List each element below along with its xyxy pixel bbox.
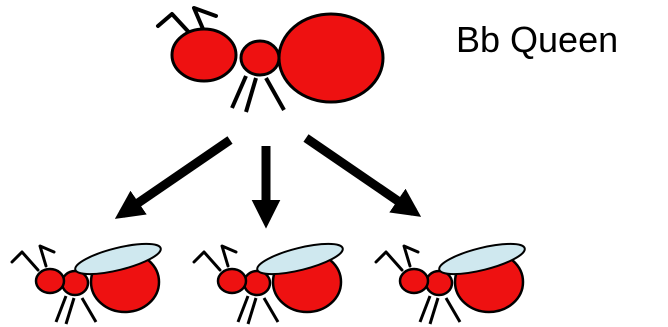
winged-ant-icon (194, 238, 345, 324)
winged-ant-icon (376, 238, 527, 324)
arrows-group (122, 138, 414, 220)
queen-ant-icon (158, 8, 383, 112)
winged-ant-icon (12, 238, 163, 324)
queen-label: Bb Queen (456, 22, 618, 58)
arrow-left-icon (122, 140, 230, 214)
arrow-right-icon (306, 138, 414, 212)
